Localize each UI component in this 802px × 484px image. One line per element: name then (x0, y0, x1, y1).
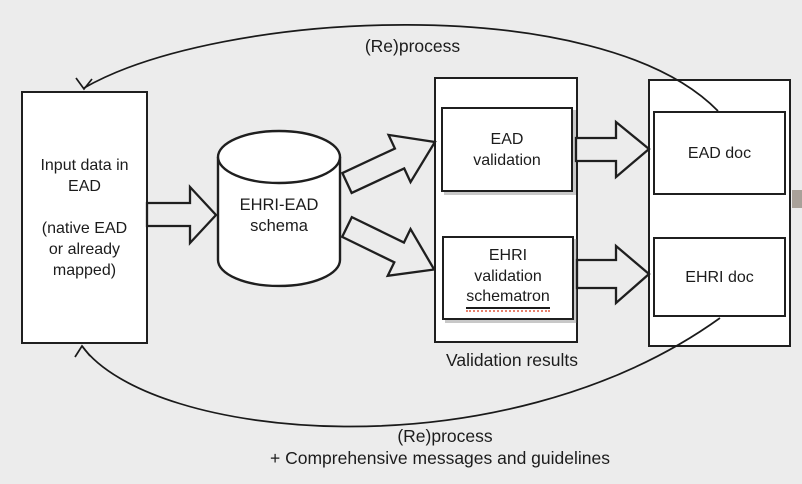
node-ead-doc-label: EAD doc (687, 144, 752, 162)
node-ehri-validation-schematron: schematron (466, 287, 550, 309)
curve-reprocess-bottom-icon (74, 317, 721, 428)
arrow-ehri-validation-to-ehri-doc-icon (575, 243, 651, 306)
node-ead-validation: EAD validation (441, 107, 573, 192)
node-ehri-validation-label: EHRI validation schematron (466, 245, 550, 312)
node-schema-label: EHRI-EAD schema (239, 196, 319, 235)
arrow-schema-to-ead-validation-icon (340, 133, 437, 195)
label-validation-results: Validation results (446, 350, 578, 370)
spellcheck-underline: schematron (466, 287, 550, 312)
node-ehri-validation: EHRI validation schematron (442, 236, 574, 320)
node-ehri-doc-label: EHRI doc (685, 268, 754, 286)
label-reprocess-bottom: (Re)process (397, 426, 493, 446)
arrow-schema-to-ehri-validation-icon (340, 215, 437, 278)
node-input-data-label: Input data in EAD (native EAD or already… (40, 156, 129, 279)
node-ehri-doc: EHRI doc (653, 237, 786, 317)
arrow-ead-validation-to-ead-doc-icon (574, 119, 651, 180)
label-comprehensive-note: + Comprehensive messages and guidelines (270, 448, 610, 468)
node-ehri-validation-line: EHRI validation (474, 246, 542, 285)
edge-gray-tab (792, 190, 802, 208)
node-ead-validation-label: EAD validation (473, 130, 541, 169)
label-reprocess-top: (Re)process (364, 36, 461, 56)
node-input-data: Input data in EAD (native EAD or already… (21, 91, 148, 344)
node-ead-doc: EAD doc (653, 111, 786, 195)
arrow-input-to-schema-icon (145, 184, 218, 246)
